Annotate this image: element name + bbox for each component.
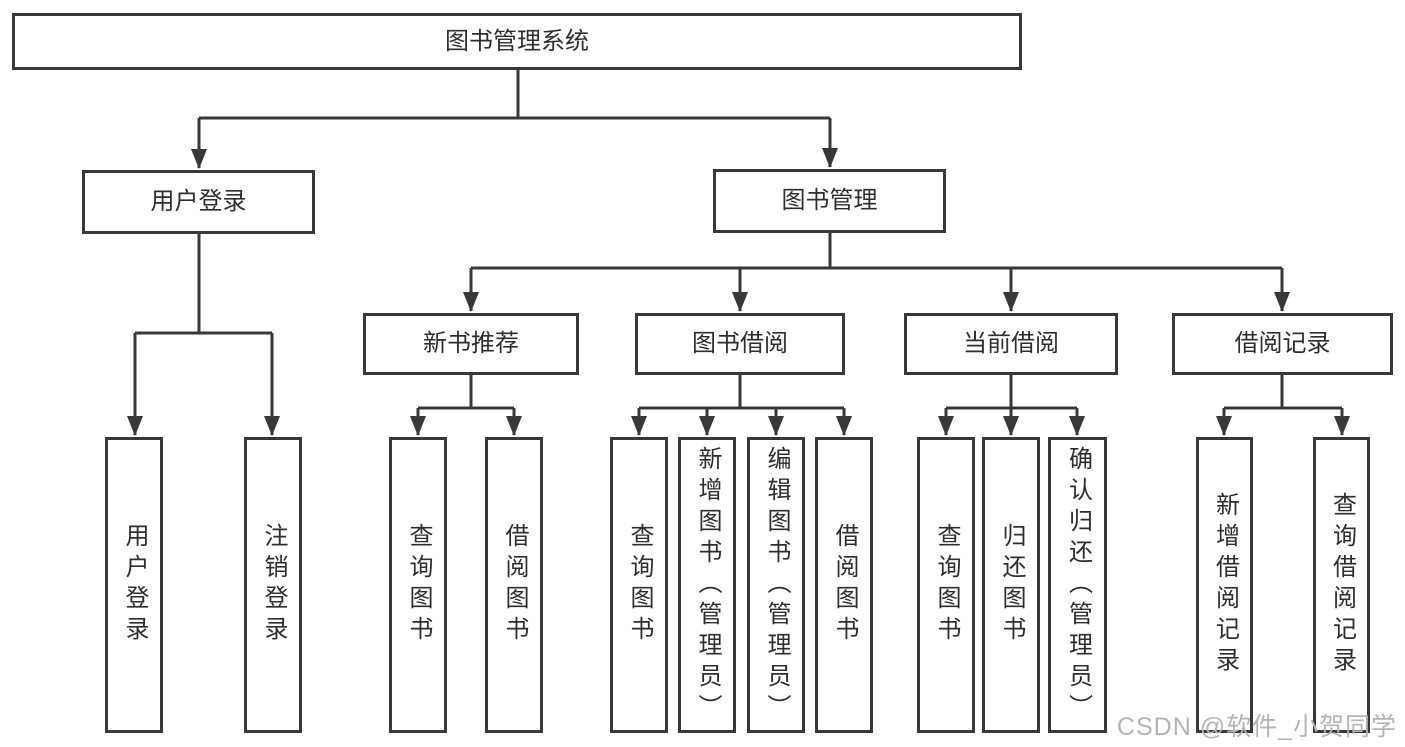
node-library-system: 图书管理系统 <box>12 13 1022 70</box>
node-borrowing-records: 借阅记录 <box>1172 313 1393 375</box>
leaf-add-borrow-record: 新增借阅记录 <box>1196 437 1253 733</box>
leaf-borrow-books-borrowing: 借阅图书 <box>815 437 873 733</box>
leaf-query-borrow-record: 查询借阅记录 <box>1313 437 1370 733</box>
node-user-login-branch: 用户登录 <box>82 170 315 234</box>
leaf-add-books-admin: 新增图书（管理员） <box>678 437 736 733</box>
node-book-management: 图书管理 <box>713 169 946 233</box>
leaf-edit-books-admin: 编辑图书（管理员） <box>747 437 805 733</box>
leaf-return-books: 归还图书 <box>982 437 1040 733</box>
leaf-query-books-borrowing: 查询图书 <box>610 437 668 733</box>
leaf-logout: 注销登录 <box>244 437 302 733</box>
leaf-user-login: 用户登录 <box>105 437 163 733</box>
node-new-book-recommend: 新书推荐 <box>363 313 579 375</box>
node-current-borrowing: 当前借阅 <box>904 313 1118 375</box>
csdn-watermark: CSDN @软件_小贺同学 <box>1116 713 1397 741</box>
leaf-query-books-recommend: 查询图书 <box>389 437 447 733</box>
leaf-borrow-books-recommend: 借阅图书 <box>485 437 543 733</box>
node-book-borrowing: 图书借阅 <box>635 313 845 375</box>
leaf-confirm-return-admin: 确认归还（管理员） <box>1048 437 1107 733</box>
leaf-query-books-current: 查询图书 <box>917 437 975 733</box>
